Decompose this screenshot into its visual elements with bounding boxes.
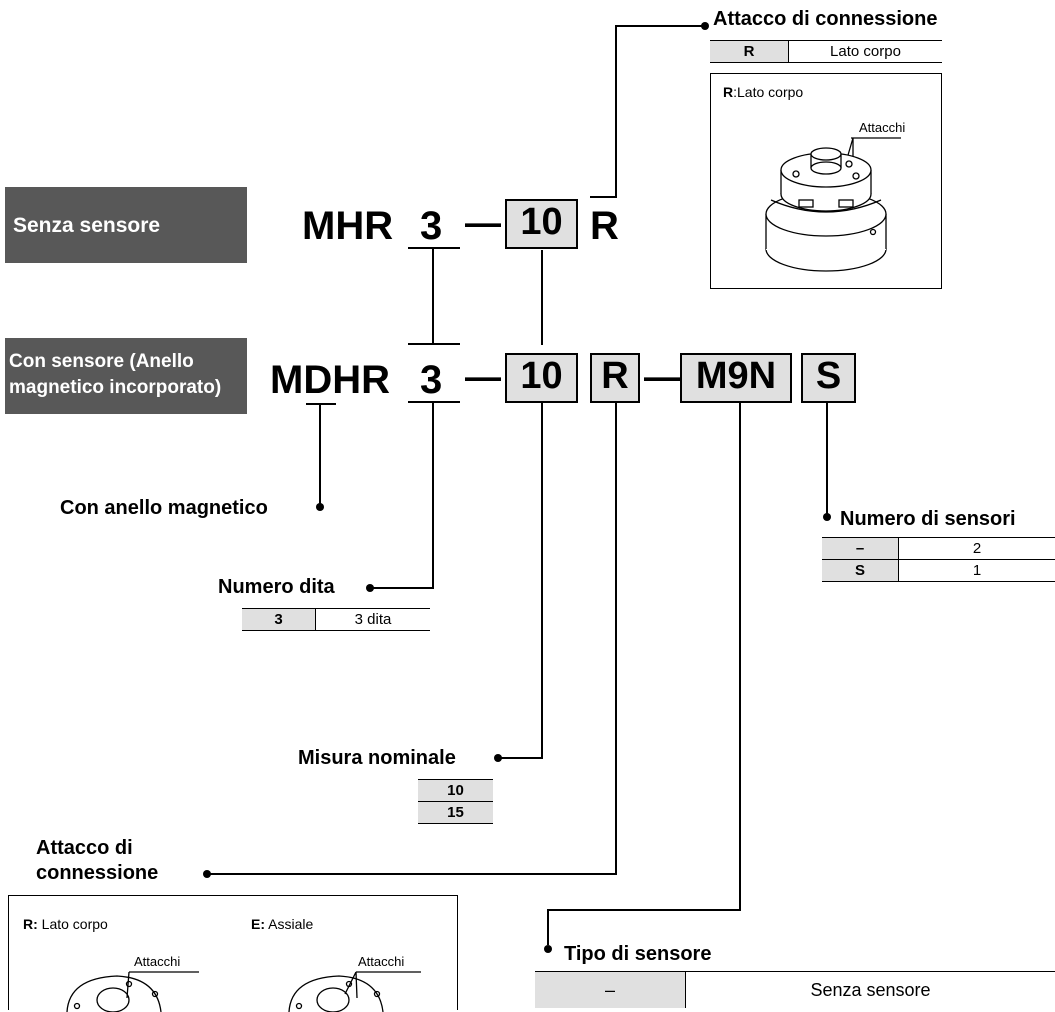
attacco-top-title: Attacco di connessione	[713, 8, 938, 31]
attacco-top-table: R Lato corpo	[710, 40, 942, 63]
table-row: – 2	[822, 538, 1055, 560]
model-dash: —	[465, 354, 501, 400]
gripper-body-illustration	[751, 134, 901, 284]
callout-attacchi: Attacchi	[358, 954, 404, 969]
model-port: R	[590, 203, 619, 249]
attacco-bottom-title: Attacco di connessione	[36, 836, 158, 886]
option-key: 15	[418, 802, 493, 824]
caption-axial: E: Assiale	[251, 916, 313, 932]
option-value: 1	[899, 560, 1055, 582]
attacco-top-panel: R:Lato corpo Attacchi	[710, 73, 942, 289]
option-key: –	[822, 538, 899, 560]
option-value: Senza sensore	[686, 972, 1055, 1009]
model-fingers: 3	[420, 203, 442, 249]
model-size-box: 10	[505, 353, 578, 403]
model-dash: —	[465, 200, 501, 246]
option-value: 2	[899, 538, 1055, 560]
table-row: 10	[418, 780, 493, 802]
magnetic-ring-title: Con anello magnetico	[60, 497, 268, 520]
panel-caption: R:Lato corpo	[723, 84, 803, 100]
model-fingers: 3	[420, 357, 442, 403]
label-with-sensor: Con sensore (Anello magnetico incorporat…	[5, 338, 247, 414]
model-sensor-box: M9N	[680, 353, 792, 403]
table-row: – Senza sensore	[535, 972, 1055, 1009]
model-count-box: S	[801, 353, 856, 403]
option-key: R	[710, 41, 789, 63]
callout-attacchi: Attacchi	[134, 954, 180, 969]
misura-nominale-table: 10 15	[418, 779, 493, 824]
option-key: S	[822, 560, 899, 582]
table-row: S 1	[822, 560, 1055, 582]
tipo-sensore-title: Tipo di sensore	[564, 943, 711, 966]
misura-nominale-title: Misura nominale	[298, 747, 456, 770]
tipo-sensore-table: – Senza sensore	[535, 971, 1055, 1008]
option-value: Lato corpo	[789, 41, 943, 63]
model-size-box: 10	[505, 199, 578, 249]
option-key: 10	[418, 780, 493, 802]
model-dash2: —	[644, 354, 680, 400]
attacco-bottom-panel: R: Lato corpo E: Assiale Attacchi Attacc…	[8, 895, 458, 1010]
numero-sensori-table: – 2 S 1	[822, 537, 1055, 582]
label-without-sensor: Senza sensore	[5, 187, 247, 263]
gripper-body-illustration	[271, 968, 431, 1012]
numero-sensori-title: Numero di sensori	[840, 508, 1016, 531]
model-port-box: R	[590, 353, 640, 403]
caption-body-side: R: Lato corpo	[23, 916, 108, 932]
table-row: 15	[418, 802, 493, 824]
gripper-body-illustration	[49, 968, 209, 1012]
model-prefix-mdhr: MDHR	[270, 357, 390, 403]
option-key: 3	[242, 609, 316, 631]
option-key: –	[535, 972, 686, 1009]
option-value: 3 dita	[316, 609, 431, 631]
numero-dita-table: 3 3 dita	[242, 608, 430, 631]
table-row: R Lato corpo	[710, 41, 942, 63]
table-row: 3 3 dita	[242, 609, 430, 631]
model-prefix-mhr: MHR	[302, 203, 393, 249]
numero-dita-title: Numero dita	[218, 576, 335, 599]
callout-attacchi: Attacchi	[859, 120, 905, 135]
